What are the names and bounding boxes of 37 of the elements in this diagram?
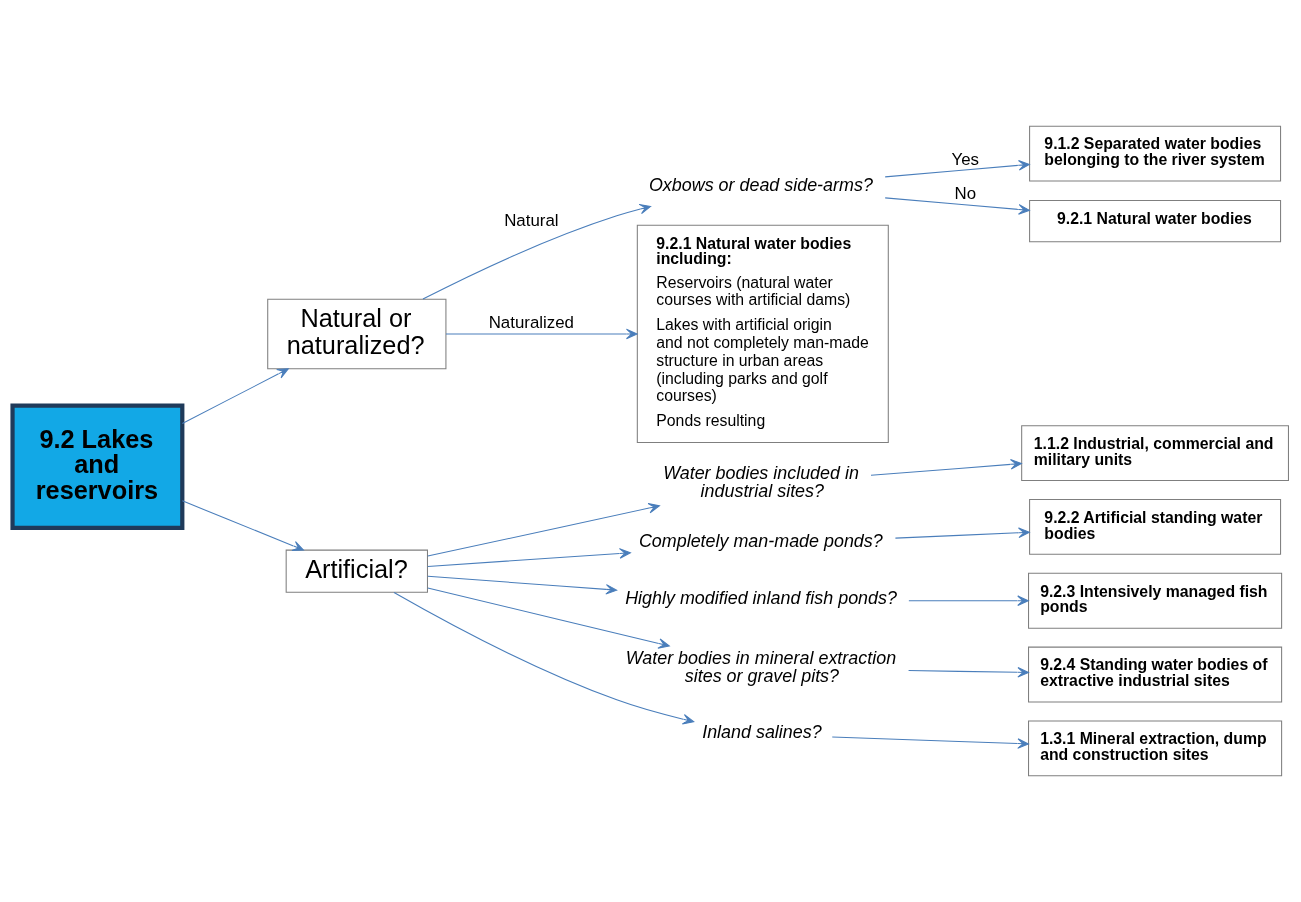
arrow (908, 595, 1029, 606)
arrow (445, 328, 638, 340)
node-box: 9.2.1 Natural water bodies including: Reservoirs (natural water courses with artificial dams) Lakes with artificial origin and not completely man-made structure in urban areas (including parks and golf courses) Ponds resulting (636, 224, 889, 444)
arrow (181, 368, 289, 425)
node-text: Completely man-made ponds? (638, 531, 883, 552)
arrow (427, 502, 660, 557)
arrow (894, 527, 1030, 539)
node-box: 9.2.4 Standing water bodies of extractive industrial sites (1028, 646, 1283, 703)
arrow (884, 197, 1030, 215)
arrow (393, 591, 695, 725)
arrow (181, 500, 304, 551)
node-text: Water bodies included in industrial sites? (663, 463, 859, 501)
node-box: 9.2.3 Intensively managed fish ponds (1028, 572, 1283, 629)
node-text: Highly modified inland fish ponds? (625, 588, 897, 609)
node-box: 9.2 Lakes and reservoirs (10, 403, 185, 531)
node-box: 1.3.1 Mineral extraction, dump and construction sites (1028, 720, 1283, 777)
node-text: Inland salines? (702, 721, 822, 742)
node-text: Oxbows or dead side-arms? (648, 174, 873, 195)
arrow (427, 587, 670, 649)
node-text: Water bodies in mineral extraction sites or gravel pits? (625, 647, 897, 686)
arrow (884, 160, 1030, 178)
node-box: 9.2.2 Artificial standing water bodies (1029, 499, 1282, 555)
node-box: 1.1.2 Industrial, commercial and military units (1021, 425, 1289, 482)
edge-label: No (954, 183, 977, 203)
edge-label: Natural (504, 211, 559, 231)
arrow (908, 667, 1029, 678)
node-box: Artificial? (285, 549, 428, 593)
arrow (427, 575, 618, 595)
node-box: 9.2.1 Natural water bodies (1029, 200, 1282, 243)
edge-label: Yes (951, 150, 980, 170)
node-box: Natural or naturalized? (267, 298, 447, 370)
arrow (422, 203, 652, 300)
edge-label: Naturalized (488, 313, 574, 333)
arrow (831, 736, 1029, 749)
arrow (870, 459, 1022, 476)
node-box: 9.1.2 Separated water bodies belonging to the river system (1029, 125, 1282, 182)
arrow (427, 548, 631, 567)
